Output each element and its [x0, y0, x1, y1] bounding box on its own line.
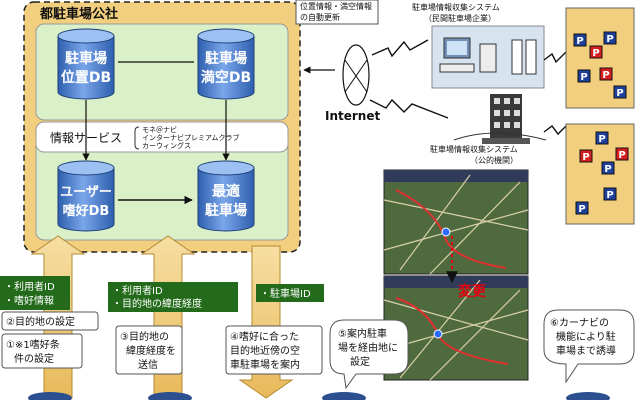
- change-label: 変更: [458, 283, 487, 300]
- car-icon-far: [566, 392, 610, 400]
- parking-mark-icon: P: [595, 131, 609, 145]
- parking-mark-label: P: [606, 190, 613, 201]
- db-user-line1: ユーザー: [60, 185, 112, 200]
- parking-mark-icon: P: [575, 201, 589, 215]
- parking-mark-label: P: [578, 204, 585, 215]
- parking-mark-label: P: [576, 36, 583, 47]
- step-6-bubble: [543, 309, 635, 384]
- parking-mark-label: P: [598, 134, 605, 145]
- step-1-line1: ①※1嗜好条: [6, 338, 60, 351]
- parking-mark-label: P: [616, 88, 623, 99]
- step-5-line3: 設定: [350, 355, 370, 368]
- parking-mark-label: P: [592, 48, 599, 59]
- db-vacancy: 駐車場 満空DB: [197, 28, 255, 100]
- computer-icon: [439, 37, 497, 73]
- parking-mark-icon: P: [589, 45, 603, 59]
- db-optimal: 最適 駐車場: [197, 160, 255, 232]
- step-5-line1: ⑤案内駐車: [338, 327, 387, 340]
- auto-update-line1: 位置情報・満空情報: [300, 1, 372, 11]
- car-icon-mid: [148, 392, 192, 400]
- step-1-line2: 件の設定: [14, 352, 54, 365]
- parking-mark-icon: P: [615, 147, 629, 161]
- step-6-line1: ⑥カーナビの: [550, 317, 609, 329]
- db-location-line1: 駐車場: [65, 50, 107, 67]
- internet-cloud-icon: [342, 44, 370, 106]
- lightning-public-icon: [369, 98, 449, 119]
- down-arrow-4: [238, 245, 294, 399]
- parking-mark-icon: P: [599, 67, 613, 81]
- parking-mark-icon: P: [579, 149, 593, 163]
- brand-carwings: カーウィングス: [142, 141, 191, 150]
- db-user-line2: 嗜好DB: [63, 203, 110, 219]
- lightning-private-panel-icon: [543, 51, 567, 64]
- step-5-bubble: [329, 319, 409, 390]
- info-service-header: [35, 121, 289, 153]
- parking-mark-icon: P: [601, 161, 615, 175]
- parking-mark-icon: P: [573, 33, 587, 47]
- car-icon-left: [28, 392, 72, 400]
- green-label-b: [108, 282, 238, 312]
- db-location-line2: 位置DB: [61, 69, 111, 86]
- server-icon: [511, 39, 537, 75]
- step-4-line2: 目的地近傍の空: [230, 344, 300, 357]
- building-icon: [453, 94, 547, 144]
- green-label-a-line2: ・嗜好情報: [4, 294, 54, 307]
- db-vacancy-line1: 駐車場: [205, 50, 247, 67]
- step-6-line3: 車場まで誘導: [556, 344, 616, 357]
- parking-mark-icon: P: [603, 187, 617, 201]
- parking-mark-label: P: [580, 72, 587, 83]
- step-4-line1: ④嗜好に合った: [230, 330, 299, 343]
- green-label-a: [0, 276, 70, 310]
- step-2-box: [1, 311, 99, 331]
- car-icon-right: [322, 392, 366, 400]
- system-public-sub: （公的機関）: [470, 155, 518, 165]
- step-5-line2: 場を経由地に: [338, 341, 398, 354]
- step-3-line3: 送信: [138, 358, 158, 371]
- parking-mark-label: P: [606, 34, 613, 45]
- db-user: ユーザー 嗜好DB: [57, 160, 115, 232]
- nav-screen-before: [383, 169, 529, 275]
- step-3-box: [115, 325, 183, 375]
- step-2-text: ②目的地の設定: [6, 315, 75, 328]
- system-public-title: 駐車場情報収集システム: [430, 144, 518, 154]
- step-3-line1: ③目的地の: [120, 330, 169, 343]
- system-private-sub: （民間駐車場企業）: [424, 13, 496, 23]
- parking-mark-label: P: [604, 164, 611, 175]
- db-vacancy-line2: 満空DB: [201, 69, 251, 86]
- parking-mark-icon: P: [613, 85, 627, 99]
- brand-brace-icon: [134, 126, 140, 150]
- green-label-b-line2: ・目的地の緯度経度: [112, 297, 202, 310]
- step-4-line3: 車駐車場を案内: [230, 358, 300, 371]
- lightning-private-icon: [371, 39, 429, 58]
- step-1-box: [1, 333, 83, 369]
- db-location: 駐車場 位置DB: [57, 28, 115, 100]
- db-optimal-line2: 駐車場: [205, 202, 247, 219]
- parking-mark-label: P: [582, 152, 589, 163]
- lightning-public-panel-icon: [543, 125, 567, 136]
- step-4-box: [225, 325, 323, 375]
- auto-update-line2: の自動更新: [300, 12, 340, 22]
- parking-mark-icon: P: [577, 69, 591, 83]
- brand-moneanavi: モネ＠ナビ: [142, 125, 177, 134]
- green-label-c-line1: ・駐車場ID: [260, 287, 311, 300]
- parking-mark-icon: P: [603, 31, 617, 45]
- step-3-line2: 緯度経度を: [126, 344, 176, 357]
- auto-update-note: [295, 0, 379, 25]
- green-label-a-line1: ・利用者ID: [4, 281, 55, 293]
- step-6-line2: 機能により駐: [556, 330, 616, 343]
- green-label-c: [256, 284, 324, 302]
- parking-mark-label: P: [618, 150, 625, 161]
- internet-label: Internet: [325, 109, 380, 123]
- db-optimal-line1: 最適: [212, 183, 240, 200]
- brand-internavi: インターナビプレミアムクラブ: [142, 133, 240, 142]
- corp-title: 都駐車場公社: [39, 6, 118, 22]
- system-private-title: 駐車場情報収集システム: [412, 2, 500, 12]
- parking-mark-label: P: [602, 70, 609, 81]
- green-label-b-line1: ・利用者ID: [112, 285, 163, 297]
